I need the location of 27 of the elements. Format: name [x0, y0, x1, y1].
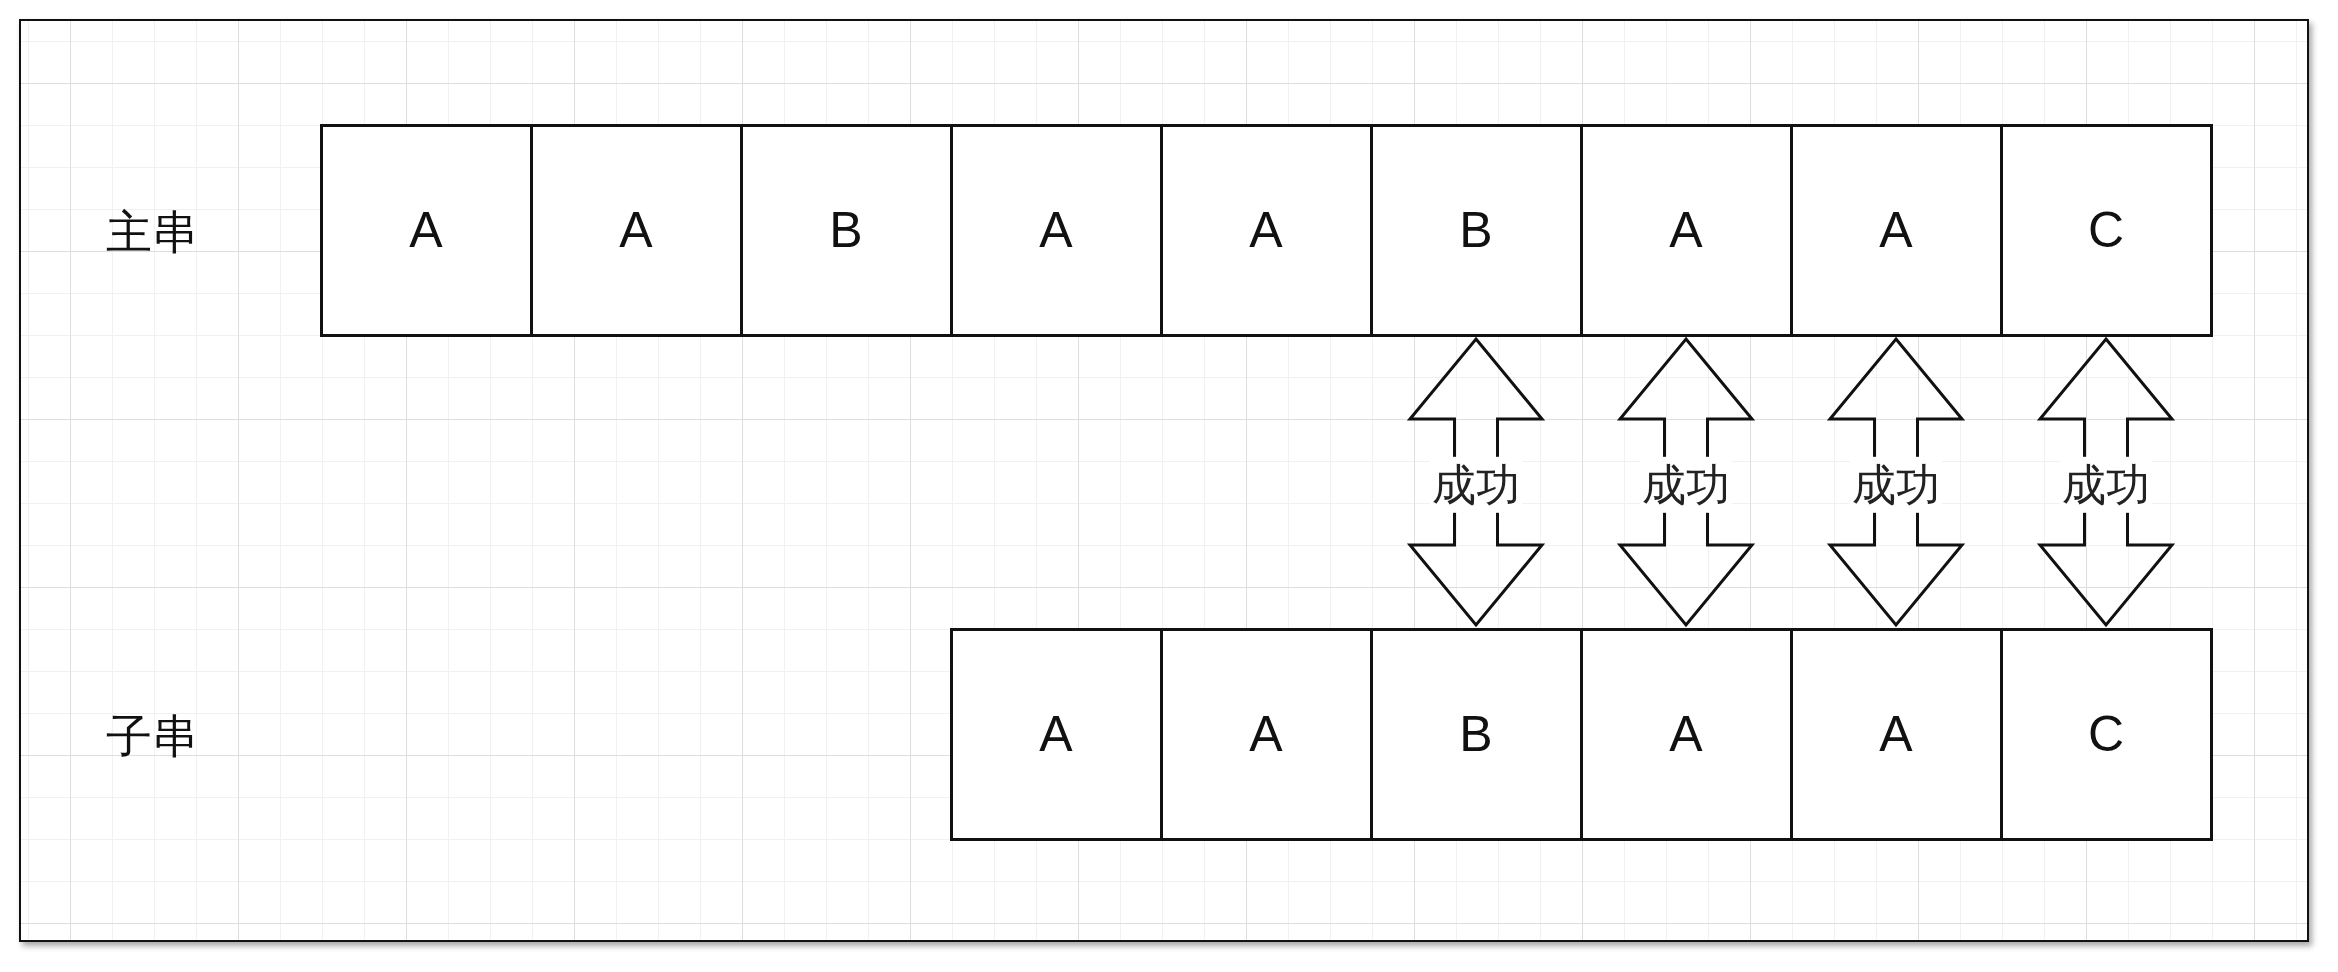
cell-letter: A [1879, 709, 1913, 759]
cell-letter: A [409, 205, 443, 255]
cell-letter: A [1669, 205, 1703, 255]
edge-label: 成功 [1850, 456, 1942, 514]
double-arrow [2036, 336, 2176, 628]
edge-label: 成功 [1430, 456, 1522, 514]
cell-letter: B [1459, 709, 1493, 759]
row-label: 子串 [106, 710, 198, 762]
cell-letter: A [1039, 709, 1073, 759]
cell-letter: C [2087, 205, 2125, 255]
edge-label: 成功 [1640, 456, 1732, 514]
character-cell [949, 627, 1163, 841]
edge-label: 成功 [2060, 456, 2152, 514]
double-arrow [1616, 336, 1756, 628]
cell-letter: C [2087, 709, 2125, 759]
cell-letter: B [829, 205, 863, 255]
double-arrow [1406, 336, 1546, 628]
cell-letter: A [1249, 709, 1283, 759]
cell-letter: A [1249, 205, 1283, 255]
cell-letter: A [1039, 205, 1073, 255]
cell-letter: A [1879, 205, 1913, 255]
cell-letter: A [1669, 709, 1703, 759]
row-label: 主串 [106, 206, 198, 258]
character-cell [319, 123, 533, 337]
cell-letter: B [1459, 205, 1493, 255]
cell-letter: A [619, 205, 653, 255]
double-arrow [1826, 336, 1966, 628]
